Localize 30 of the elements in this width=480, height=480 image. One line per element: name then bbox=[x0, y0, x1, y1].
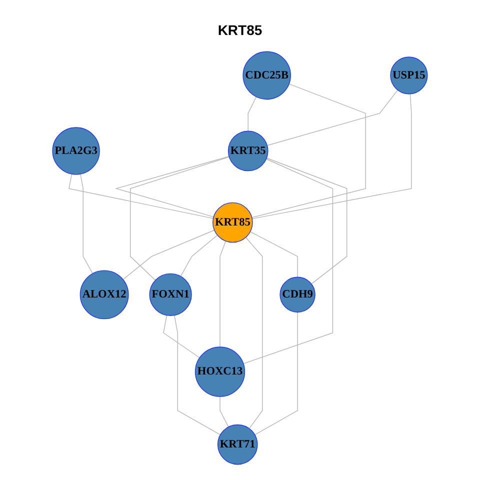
node-circle: FOXN1 bbox=[149, 273, 192, 316]
node-circle: KRT71 bbox=[217, 424, 258, 465]
connector bbox=[220, 396, 229, 428]
node-circle: KRT35 bbox=[228, 130, 268, 172]
node-circle: USP15 bbox=[390, 56, 428, 94]
connector bbox=[243, 158, 334, 364]
node-circle: HOXC13 bbox=[194, 346, 246, 397]
connector bbox=[245, 237, 263, 429]
connector bbox=[252, 94, 412, 220]
connector bbox=[248, 96, 257, 132]
node-circle: KRT85 bbox=[212, 202, 253, 243]
connector bbox=[266, 158, 348, 284]
node-circle: ALOX12 bbox=[80, 270, 129, 320]
node-circle: CDC25B bbox=[242, 51, 291, 100]
connector bbox=[130, 156, 230, 281]
connector bbox=[180, 234, 218, 277]
node-circle: PLA2G3 bbox=[52, 127, 100, 175]
connector bbox=[174, 314, 221, 436]
connector bbox=[163, 314, 200, 358]
connector bbox=[114, 156, 230, 218]
connector bbox=[252, 84, 366, 218]
connector bbox=[254, 312, 298, 436]
connector bbox=[68, 174, 214, 219]
connector bbox=[220, 240, 226, 348]
node-circle: CDH9 bbox=[280, 276, 316, 313]
connector bbox=[80, 174, 93, 274]
diagram-title: KRT85 bbox=[218, 22, 262, 38]
connector bbox=[266, 90, 398, 146]
connector bbox=[122, 230, 215, 280]
connector bbox=[250, 231, 298, 278]
